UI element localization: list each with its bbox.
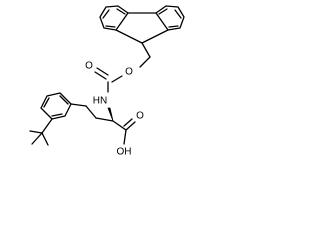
tert-butyl-bond bbox=[41, 118, 53, 134]
amide-nitrogen-label: HN bbox=[93, 96, 107, 107]
fmoc-linker: O O HN bbox=[85, 42, 151, 107]
tert-butylphenyl-group bbox=[29, 92, 72, 146]
carbamate-double-bond bbox=[94, 71, 107, 80]
methyl-bond bbox=[31, 132, 43, 145]
fluorene-left-ring-double-bond bbox=[116, 8, 126, 15]
acid-oxygen-label: O bbox=[136, 111, 144, 122]
fluorene-left-ring-double-bond bbox=[102, 9, 110, 19]
alpha-carbon-side-chain-bond bbox=[95, 117, 114, 122]
chain-bond bbox=[70, 103, 87, 107]
methyl-bond bbox=[41, 132, 49, 146]
chain-bond bbox=[85, 105, 97, 119]
amino-acid-backbone: O OH bbox=[70, 103, 144, 158]
phenyl-ring bbox=[40, 92, 72, 120]
fluorenyl-group bbox=[99, 5, 185, 44]
carboxyl-double-bond bbox=[123, 118, 133, 127]
fluorene-right-ring-double-bond bbox=[174, 9, 182, 19]
carbamate-double-bond bbox=[96, 67, 109, 76]
c9-ch2-bond bbox=[141, 42, 151, 58]
fluorene-right-ring-double-bond bbox=[168, 25, 179, 28]
carbonyl-oxygen-label: O bbox=[85, 61, 93, 72]
fluorene-left-ring-double-bond bbox=[105, 25, 116, 28]
hydroxyl-label: OH bbox=[117, 147, 132, 158]
fluorene-c9-bond-left bbox=[115, 29, 143, 44]
fluorene-right-ring-double-bond bbox=[158, 8, 168, 15]
alpha-carboxyl-bond bbox=[112, 120, 127, 131]
ester-oxygen-label: O bbox=[125, 67, 133, 78]
phenyl-double-bond bbox=[59, 95, 69, 105]
fluorene-c9-bond-right bbox=[141, 29, 169, 44]
ch2-o-bond bbox=[139, 56, 151, 68]
methyl-bond bbox=[29, 130, 43, 134]
chemical-structure-diagram: O O HN O OH bbox=[29, 5, 185, 158]
phenyl-double-bond bbox=[43, 97, 50, 108]
o-carbamate-bond bbox=[111, 75, 123, 83]
carboxyl-double-bond bbox=[125, 121, 136, 131]
phenyl-double-bond bbox=[51, 113, 63, 117]
carboxyl-oh-bond bbox=[123, 129, 127, 145]
stereo-wedge-bond bbox=[107, 107, 114, 122]
